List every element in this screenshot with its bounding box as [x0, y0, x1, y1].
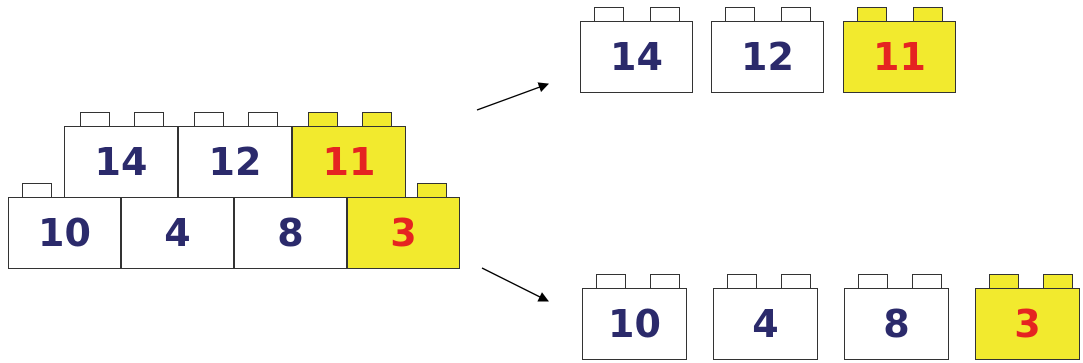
brick-stud	[650, 274, 680, 288]
stack-top-brick: 11	[292, 126, 406, 198]
brick-number: 8	[277, 211, 304, 255]
split-bottom-brick: 8	[844, 288, 949, 360]
stack-bottom-brick: 4	[121, 197, 234, 269]
brick-stud	[362, 112, 392, 126]
split-bottom-brick: 3	[975, 288, 1080, 360]
brick-number: 14	[94, 140, 148, 184]
brick-stud	[596, 274, 626, 288]
stack-top-brick: 12	[178, 126, 292, 198]
brick-number: 8	[883, 302, 910, 346]
split-bottom-brick: 10	[582, 288, 687, 360]
stack-top-brick: 14	[64, 126, 178, 198]
brick-number: 11	[322, 140, 376, 184]
brick-stud	[650, 7, 680, 21]
brick-stud	[308, 112, 338, 126]
brick-number: 10	[608, 302, 661, 346]
brick-stud	[417, 183, 447, 197]
brick-stud	[781, 7, 811, 21]
split-bottom-brick: 4	[713, 288, 818, 360]
brick-stud	[727, 274, 757, 288]
brick-number: 12	[741, 35, 794, 79]
brick-stud	[912, 274, 942, 288]
brick-stud	[725, 7, 755, 21]
brick-stud	[194, 112, 224, 126]
brick-stud	[781, 274, 811, 288]
brick-number: 12	[208, 140, 262, 184]
stack-bottom-brick: 8	[234, 197, 347, 269]
brick-number: 3	[390, 211, 417, 255]
arrow-to-bottom-row	[481, 267, 549, 302]
brick-number: 4	[752, 302, 779, 346]
brick-stud	[134, 112, 164, 126]
brick-number: 3	[1014, 302, 1041, 346]
split-top-brick: 11	[843, 21, 956, 93]
brick-number: 14	[610, 35, 663, 79]
brick-number: 11	[873, 35, 926, 79]
brick-stud	[22, 183, 52, 197]
brick-stud	[913, 7, 943, 21]
split-top-brick: 12	[711, 21, 824, 93]
brick-stud	[594, 7, 624, 21]
brick-stud	[248, 112, 278, 126]
stack-bottom-brick: 10	[8, 197, 121, 269]
brick-stud	[1043, 274, 1073, 288]
brick-stud	[80, 112, 110, 126]
brick-stud	[989, 274, 1019, 288]
arrow-to-top-row	[476, 82, 549, 111]
stack-bottom-brick: 3	[347, 197, 460, 269]
brick-number: 10	[38, 211, 91, 255]
split-top-brick: 14	[580, 21, 693, 93]
brick-number: 4	[164, 211, 191, 255]
brick-stud	[858, 274, 888, 288]
brick-stud	[857, 7, 887, 21]
